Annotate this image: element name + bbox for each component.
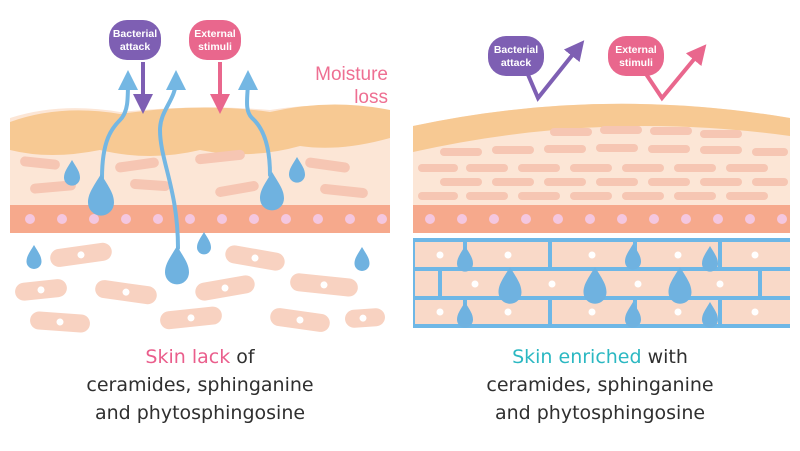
caption-rest: with bbox=[641, 346, 688, 368]
bubble-label-line1: Bacterial bbox=[494, 44, 538, 56]
external-stimuli-bubble: External stimuli bbox=[608, 36, 664, 76]
band-dots bbox=[25, 214, 387, 224]
bubble-label-line1: External bbox=[194, 28, 236, 40]
damaged-skin-illustration: Bacterial attack External stimuli Moistu… bbox=[10, 20, 390, 333]
damaged-skin-panel: Bacterial attack External stimuli Moistu… bbox=[0, 20, 400, 427]
bubble-label-line2: stimuli bbox=[198, 41, 232, 53]
external-stimuli-deflected-arrow bbox=[644, 44, 707, 102]
healthy-skin-illustration: Bacterial attack External stimuli bbox=[413, 36, 790, 328]
bubble-label-line2: attack bbox=[120, 41, 151, 53]
bubble-label-line2: attack bbox=[501, 57, 532, 69]
healthy-skin-panel: Bacterial attack External stimuli Skin e… bbox=[400, 0, 800, 451]
moisture-loss-arrows bbox=[100, 70, 272, 250]
bubble-label-line1: External bbox=[615, 44, 657, 56]
water-droplets bbox=[26, 157, 370, 285]
water-droplets bbox=[457, 244, 718, 328]
dermis-band bbox=[413, 205, 790, 233]
moisture-loss-label-line1: Moisture bbox=[315, 64, 388, 85]
bacterial-attack-bubble: Bacterial attack bbox=[488, 36, 544, 76]
dermis-band bbox=[10, 205, 390, 233]
caption-highlight: Skin enriched bbox=[512, 346, 642, 368]
caption-highlight: Skin lack bbox=[145, 346, 231, 368]
lipid-barrier-grid bbox=[413, 238, 790, 328]
moisture-loss-label-line2: loss bbox=[354, 87, 388, 108]
bacterial-attack-bubble: Bacterial attack bbox=[109, 20, 161, 60]
caption-rest: of bbox=[230, 346, 255, 368]
scattered-cells bbox=[20, 149, 368, 198]
orderly-cells bbox=[418, 126, 788, 200]
external-stimuli-bubble: External stimuli bbox=[189, 20, 241, 60]
scattered-lower-cells bbox=[15, 242, 385, 333]
caption-line-3: and phytosphingosine bbox=[94, 402, 306, 424]
healthy-skin-caption: Skin enriched with ceramides, sphinganin… bbox=[400, 343, 800, 427]
bubble-label-line1: Bacterial bbox=[113, 28, 157, 40]
damaged-skin-caption: Skin lack of ceramides, sphinganine and … bbox=[0, 343, 400, 427]
caption-line-2: ceramides, sphinganine bbox=[486, 374, 714, 396]
caption-line-3: and phytosphingosine bbox=[494, 402, 706, 424]
epidermis-top-layer bbox=[413, 103, 790, 152]
bubble-label-line2: stimuli bbox=[619, 57, 653, 69]
caption-line-2: ceramides, sphinganine bbox=[86, 374, 314, 396]
band-dots bbox=[425, 214, 787, 224]
